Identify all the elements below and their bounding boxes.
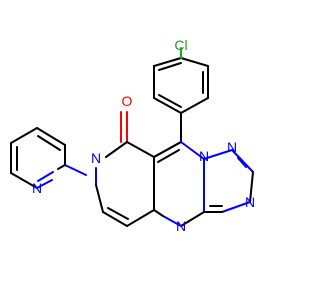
pyridine-nitrogen-label: N <box>32 180 42 196</box>
pyrimidine-ring <box>153 141 205 227</box>
amide-nitrogen-label: N <box>91 150 101 166</box>
triazole-right-nitrogen-label: N <box>245 194 255 210</box>
structure-drawing: Cl O N N N N N N <box>10 37 255 234</box>
pyrimidine-nitrogen-label: N <box>176 218 186 234</box>
chlorophenyl-ring <box>153 47 209 143</box>
chlorine-atom-label: Cl <box>174 37 187 53</box>
triazole-top-nitrogen-label: N <box>227 139 237 155</box>
pyridyl-ring <box>10 127 87 189</box>
pyridone-ring <box>95 111 182 227</box>
oxygen-atom-label: O <box>122 93 133 109</box>
atom-labels: Cl O N N N N N N <box>32 37 255 234</box>
bridge-nitrogen-label: N <box>199 148 209 164</box>
molecule-diagram: Cl O N N N N N N <box>10 37 255 234</box>
triazole-ring <box>203 149 254 213</box>
